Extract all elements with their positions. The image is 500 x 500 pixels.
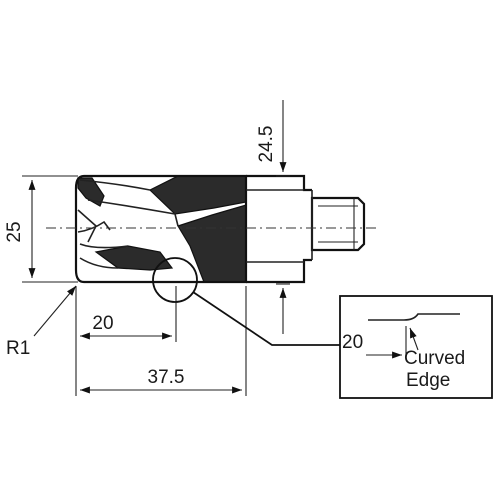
leader-line	[33, 285, 77, 337]
corner-radius-callout: R1	[6, 285, 77, 359]
dimension-label: 37.5	[148, 367, 185, 388]
flute-dark-tip	[77, 177, 105, 207]
cutting-edge-2	[87, 199, 179, 227]
detail-dimension-label: 20	[342, 332, 363, 353]
corner-radius-label: R1	[6, 338, 30, 359]
cutter-body	[74, 174, 366, 284]
edge-label: Edge	[406, 370, 450, 391]
detail-pointer	[409, 327, 419, 351]
body-step-lower	[246, 258, 312, 284]
dimension-length-to-curve: 20	[75, 286, 177, 396]
detail-box	[339, 295, 493, 399]
cutting-edge-1	[79, 179, 151, 191]
cutting-edge-5	[79, 257, 119, 269]
flute-dark-upper	[148, 175, 247, 215]
dimension-diameter: 25	[4, 175, 78, 283]
head-outline	[74, 174, 248, 284]
curved-label: Curved	[404, 348, 465, 369]
detail-circle	[152, 257, 198, 303]
dimension-label: 20	[92, 313, 113, 334]
detail-view: 20 Curved Edge	[339, 295, 493, 399]
tip-facet	[77, 209, 97, 243]
dimension-label: 24.5	[256, 126, 277, 163]
detail-leader	[192, 291, 340, 346]
dimension-length-overall: 37.5	[80, 286, 247, 396]
flute-dark-lower	[94, 245, 174, 271]
cutting-edge-4	[79, 243, 129, 249]
body-step	[246, 174, 312, 192]
dimension-label: 25	[4, 221, 25, 242]
curved-edge-profile	[368, 313, 460, 321]
dimension-shank-height: 24.5	[256, 100, 290, 334]
flute-dark-middle	[177, 204, 247, 283]
